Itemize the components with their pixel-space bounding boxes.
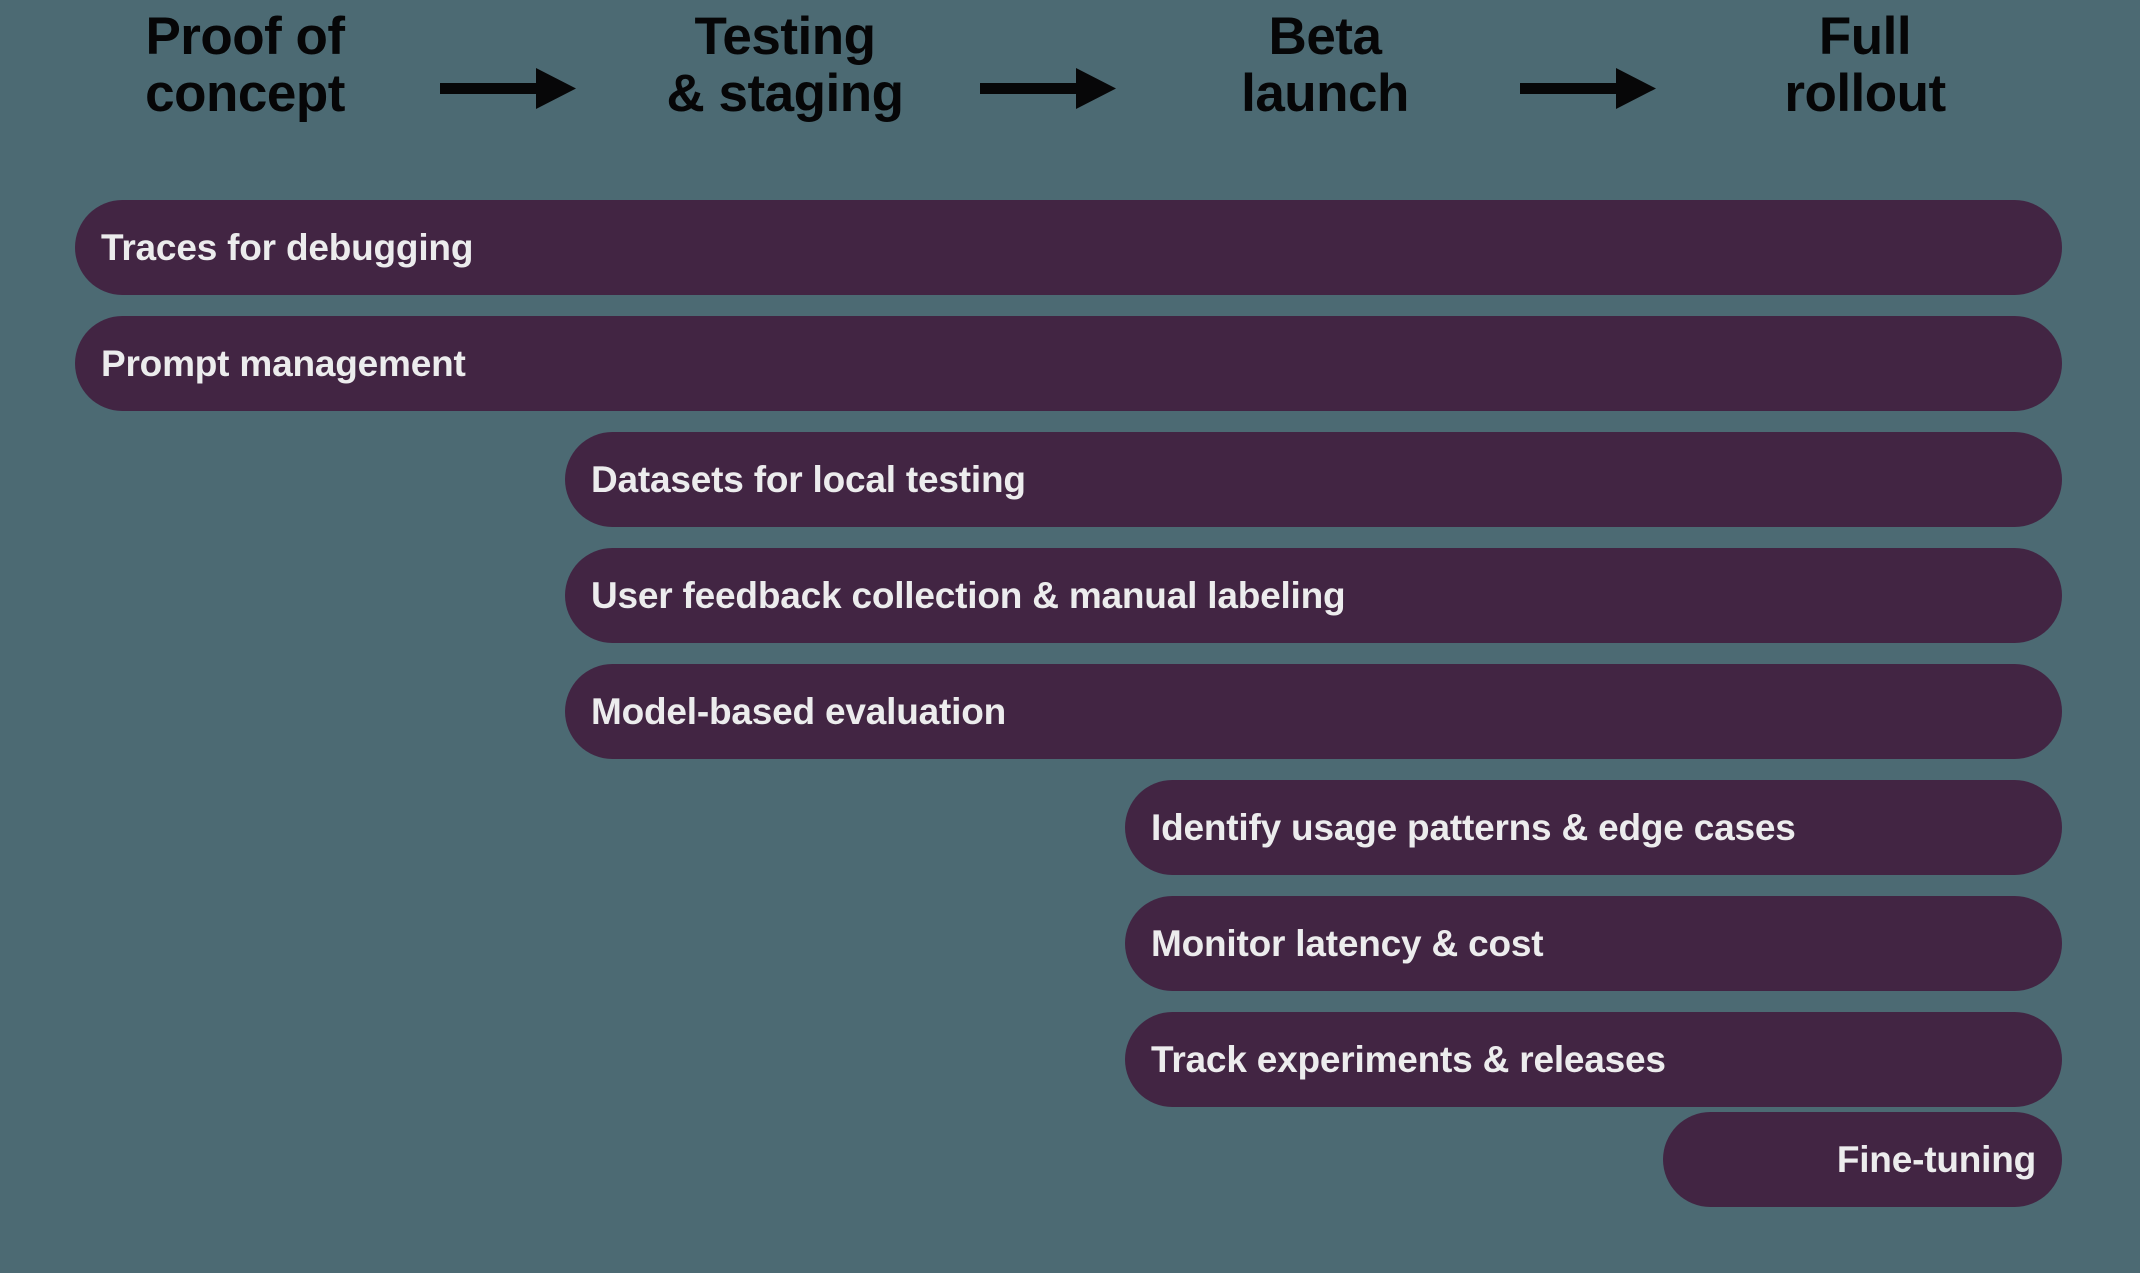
phase-label-line1: Beta [1268, 7, 1382, 66]
capability-bar-label: Fine-tuning [1836, 1138, 2036, 1180]
capability-bar-label: Model-based evaluation [591, 690, 1007, 732]
capability-bar-label: Traces for debugging [101, 226, 474, 268]
arrow-right-icon [440, 62, 580, 116]
phase-label-line1: Proof of [145, 7, 345, 66]
capability-bar-track-experiments-and-releases: Track experiments & releases [1125, 1012, 2062, 1107]
capability-bar-user-feedback-collection: User feedback collection & manual labeli… [565, 548, 2062, 643]
phase-label-proof-of-concept: Proof of concept [85, 7, 405, 124]
phase-label-line2: & staging [666, 64, 904, 124]
capability-bar-model-based-evaluation: Model-based evaluation [565, 664, 2062, 759]
capability-bar-prompt-management: Prompt management [75, 316, 2062, 411]
phase-label-line2: rollout [1784, 64, 1946, 124]
capability-bar-label: Identify usage patterns & edge cases [1151, 806, 1796, 848]
capability-bar-label: Track experiments & releases [1151, 1038, 1666, 1080]
capability-bar-label: Prompt management [101, 342, 466, 384]
phase-label-beta-launch: Beta launch [1165, 7, 1485, 124]
arrow-right-icon [980, 62, 1120, 116]
phase-label-line2: launch [1241, 64, 1409, 124]
phase-header-row: Proof of concept Testing & staging Beta … [0, 0, 2140, 170]
phase-label-full-rollout: Full rollout [1705, 7, 2025, 124]
phase-label-line2: concept [145, 64, 345, 124]
capability-bar-label: Datasets for local testing [591, 458, 1026, 500]
capability-bar-label: User feedback collection & manual labeli… [591, 574, 1346, 616]
capability-bar-monitor-latency-and-cost: Monitor latency & cost [1125, 896, 2062, 991]
capability-bar-identify-usage-patterns: Identify usage patterns & edge cases [1125, 780, 2062, 875]
phase-label-testing-and-staging: Testing & staging [625, 7, 945, 124]
capability-bar-traces-for-debugging: Traces for debugging [75, 200, 2062, 295]
capability-bar-label: Monitor latency & cost [1151, 922, 1544, 964]
capability-bar-datasets-for-local-testing: Datasets for local testing [565, 432, 2062, 527]
phase-label-line1: Testing [694, 7, 876, 66]
arrow-right-icon [1520, 62, 1660, 116]
phase-label-line1: Full [1818, 7, 1912, 66]
capability-bar-fine-tuning: Fine-tuning [1663, 1112, 2062, 1207]
